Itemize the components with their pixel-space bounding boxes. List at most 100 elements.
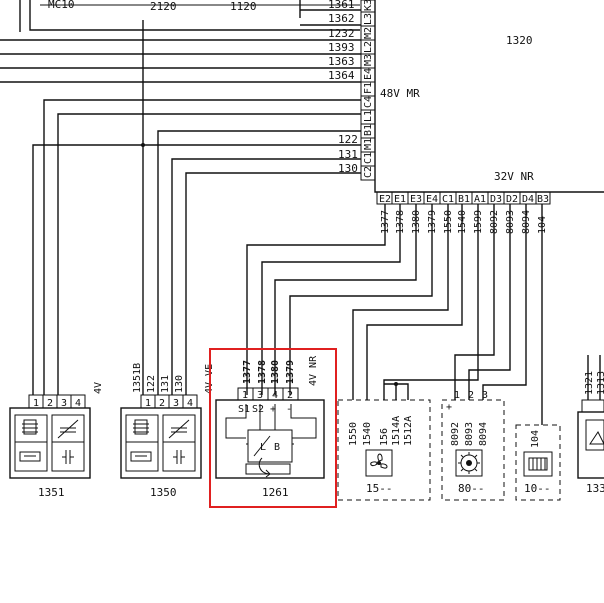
compressor-icon [458, 452, 480, 474]
wire-label: 156 [379, 428, 390, 446]
wire-label: 1380 [411, 210, 422, 234]
svg-text:B: B [274, 442, 280, 453]
pin-label: B1 [458, 194, 470, 205]
pin-label: L2 [363, 41, 374, 53]
wire-label: 1363 [328, 55, 355, 68]
wire-label: 1364 [328, 69, 355, 82]
sensor-element-icon: L B [247, 424, 293, 463]
heater-resistor-icon [130, 451, 152, 462]
pin-label: 2 [47, 398, 53, 409]
pin-label: 4 [75, 398, 81, 409]
pin-mark: - [286, 404, 292, 415]
pin-label: D3 [490, 194, 502, 205]
pin-label: C4 [363, 96, 374, 108]
pin-label: 3 [61, 398, 67, 409]
component-15: 1550 1540 156 1514A 1512A 15-- [337, 399, 431, 501]
wire-label: 104 [530, 430, 541, 448]
wire-label: 1393 [328, 41, 355, 54]
pin-label: 1 [454, 390, 460, 401]
wire-label: 1512A [403, 416, 414, 446]
pin-label: 2 [468, 390, 474, 401]
module-1320-label: 1320 [506, 34, 533, 47]
wire-label: 1361 [328, 0, 355, 11]
wire-label: 1550 [443, 210, 454, 234]
wire-label: 1550 [348, 422, 359, 446]
pin-label: D2 [506, 194, 518, 205]
wire-label: 1378 [395, 210, 406, 234]
pin-label: E3 [410, 194, 422, 205]
pin-label: L3 [363, 13, 374, 25]
valve-icon [589, 431, 604, 445]
wire-label: 1599 [473, 210, 484, 234]
left-wires: 1361 1362 1232 1393 1363 1364 122 131 13… [0, 0, 361, 395]
pin-label: 2 [159, 398, 165, 409]
wire-label: 1377 [242, 360, 253, 384]
module-1320-upper-connector-label: 48V MR [380, 87, 420, 100]
component-label: 1350 [150, 486, 177, 499]
wire-label: 8092 [489, 210, 500, 234]
pin-mark: S2 [252, 404, 264, 415]
connector-label: 4V [93, 382, 104, 394]
component-label: 1261 [262, 486, 289, 499]
wire-label: 104 [537, 216, 548, 234]
capacitor-icon [62, 450, 74, 464]
capacitor-icon [173, 450, 185, 464]
top-fragment: MC10 2120 1120 [19, 0, 360, 32]
wire-label: 1232 [328, 27, 355, 40]
pin-mark: + [270, 404, 276, 415]
wire-label: 8092 [450, 422, 461, 446]
component-label: 1351 [38, 486, 65, 499]
module-1320: 1320 48V MR 32V NR K3 L3 M2 L2 M3 E4 F1 … [360, 0, 604, 205]
pin-label: M3 [363, 54, 374, 66]
pin-label: B3 [537, 194, 549, 205]
pin-label: C1 [442, 194, 454, 205]
bottom-pin-strip: E2 E1 E3 E4 C1 B1 A1 D3 D2 D4 B3 [376, 191, 551, 205]
component-1261: 1 3 4 2 1377 1378 1380 1379 4V NR S1 S2 … [209, 348, 337, 508]
component-label: 80-- [458, 482, 485, 495]
pin-label: 1 [145, 398, 151, 409]
pin-label: 3 [482, 390, 488, 401]
component-label: 133 [586, 482, 604, 495]
pin-label: 3 [257, 390, 263, 401]
pin-label: M1 [363, 138, 374, 150]
pin-label: E1 [394, 194, 406, 205]
wire-label: 8094 [521, 210, 532, 234]
pin-label: D4 [522, 194, 534, 205]
wire-label: 1379 [427, 210, 438, 234]
component-label: 10-- [524, 482, 551, 495]
wire-label: 8093 [505, 210, 516, 234]
pin-label: C1 [363, 152, 374, 164]
pin-label: E2 [379, 194, 391, 205]
highlight-box [209, 348, 337, 508]
wire-label: 1351B [132, 363, 143, 393]
top-fragment-num-2: 1120 [230, 0, 257, 13]
wire-label: 8094 [478, 422, 489, 446]
heater-resistor-icon [19, 451, 41, 462]
wire-label: 1321 [584, 371, 595, 395]
pin-label: M2 [363, 27, 374, 39]
component-1351: 1 2 3 4 4V 1351 [9, 382, 104, 499]
pin-label: E4 [363, 68, 374, 80]
wire-label: 131 [160, 375, 171, 393]
starter-motor-icon [528, 457, 548, 471]
level-sensor-icon [133, 419, 149, 435]
component-1350: 1 2 3 4 1351B 122 131 130 4V VE 1350 [120, 363, 215, 499]
bottom-wire-labels: 1377 1378 1380 1379 1550 1540 1599 8092 … [380, 210, 548, 234]
pin-label: 2 [287, 390, 293, 401]
pin-label: F1 [363, 82, 374, 94]
variable-capacitor-icon [168, 419, 190, 439]
component-label: 15-- [366, 482, 393, 495]
pin-label: 4 [187, 398, 193, 409]
wire-label: 130 [174, 375, 185, 393]
wire-label: 1379 [285, 360, 296, 384]
top-fragment-num-1: 2120 [150, 0, 177, 13]
component-80: 1 2 3 + 8092 8093 8094 80-- [441, 390, 505, 501]
top-fragment-label: MC10 [48, 0, 75, 11]
fan-icon [370, 453, 388, 469]
wire-label: 1514A [391, 416, 402, 446]
pin-label: B1 [363, 124, 374, 136]
wire-label: 1362 [328, 12, 355, 25]
variable-capacitor-icon [57, 419, 79, 439]
level-gauge-icon [245, 457, 291, 478]
